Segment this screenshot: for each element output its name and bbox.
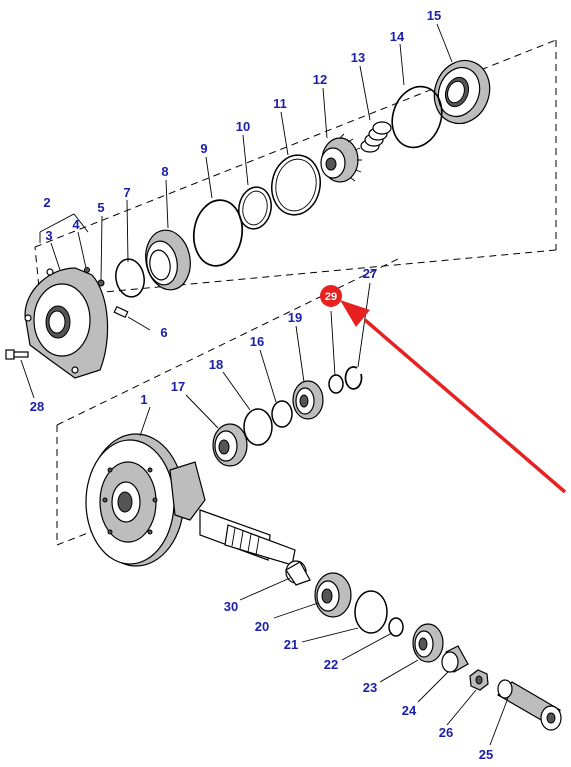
label-10: 10 [236,119,250,134]
label-6: 6 [160,325,167,340]
label-5: 5 [97,200,104,215]
label-16: 16 [250,334,264,349]
label-15: 15 [427,8,441,23]
part-26-nut [469,669,489,691]
part-1-clutch-disc [85,433,206,567]
part-18-ring [243,408,273,446]
part-9-o-ring [192,199,244,267]
label-22: 22 [324,657,338,672]
part-10-ring [238,186,272,230]
part-11-ring [271,154,321,216]
label-21: 21 [284,637,298,652]
label-23: 23 [363,680,377,695]
part-8-piston [145,229,191,291]
label-12: 12 [313,72,327,87]
lower-dashed-frame [56,257,401,546]
part-27-snap-ring [344,366,363,390]
shaft [199,509,296,566]
label-17: 17 [171,379,185,394]
part-labels: 1 2 3 4 5 6 7 8 9 10 11 12 13 14 15 16 1… [30,8,493,762]
part-5-plug [97,279,105,287]
part-6-pin [113,305,129,319]
part-19-bearing [292,380,324,420]
part-21-ring [354,590,388,634]
upper-dashed-frame [34,39,557,299]
label-8: 8 [161,164,168,179]
highlight-arrow [340,300,567,494]
label-27: 27 [363,266,377,281]
leader-lines [20,23,509,746]
part-4-ball [84,267,90,273]
part-16-ring [271,400,293,428]
highlight-badge-29 [320,285,342,307]
label-24: 24 [402,703,417,718]
label-3: 3 [45,228,52,243]
part-28-bolt [5,349,29,360]
label-28: 28 [30,399,44,414]
label-19: 19 [288,310,302,325]
label-11: 11 [273,96,287,111]
label-18: 18 [209,357,223,372]
part-22-ring [388,617,404,637]
part-7-o-ring [115,258,145,298]
label-14: 14 [390,29,405,44]
part-15-seal [433,59,491,125]
label-20: 20 [255,619,269,634]
label-25: 25 [479,747,493,762]
part-24-bushing [441,645,469,673]
label-29: 29 [325,291,337,303]
label-4: 4 [72,217,80,232]
part-12-gear-hub [320,133,362,183]
label-7: 7 [123,185,130,200]
part-17-bearing [212,423,248,467]
part-23-bearing [412,623,444,663]
label-2: 2 [43,195,50,210]
label-26: 26 [439,725,453,740]
part-14-o-ring [391,85,443,149]
part-13-spring [360,121,392,153]
label-13: 13 [351,50,365,65]
label-9: 9 [200,141,207,156]
part-20-bearing [314,572,352,618]
part-3-housing [24,267,109,379]
label-1: 1 [140,392,147,407]
part-29-ring [328,374,344,394]
part-30-sleeve [285,560,311,586]
label-30: 30 [224,599,238,614]
part-25-coupler [496,679,562,731]
